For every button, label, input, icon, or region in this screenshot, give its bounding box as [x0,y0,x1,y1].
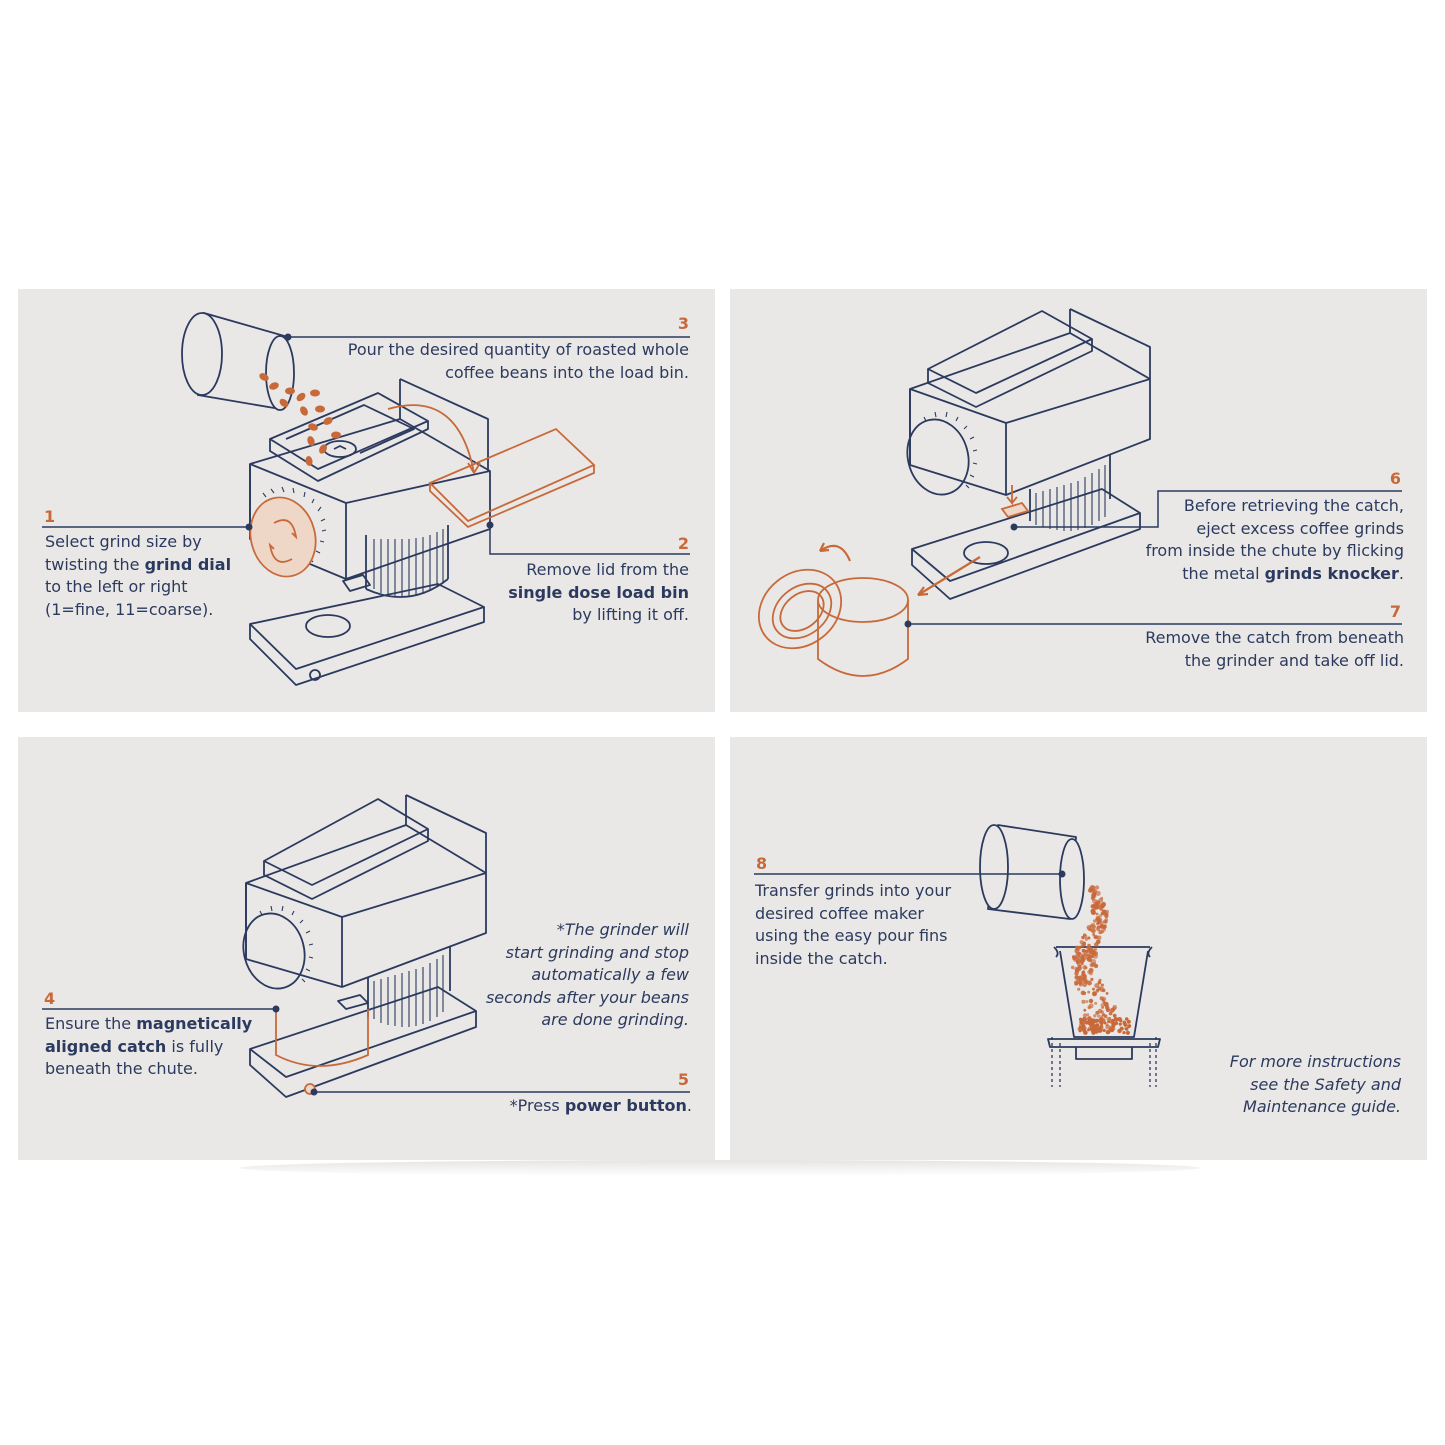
note-auto-grinding: *The grinder will start grinding and sto… [429,919,689,1032]
step-6-number: 6 [1389,469,1401,488]
step-6-line-2: eject excess coffee grinds [1196,518,1404,538]
step-7-number: 7 [1389,602,1401,621]
note-more-line-1: For more instructions [1229,1052,1401,1071]
step-3-line-1: Pour the desired quantity of roasted who… [347,340,689,359]
step-5-text: *Press power button. [509,1096,692,1115]
step-6-line-3: from inside the chute by flicking [1145,541,1404,560]
step-4-text: Ensure the magnetically aligned catch is… [45,1013,275,1081]
panel-steps-6-7: 6 Before retrieving the catch, eject exc… [730,289,1427,712]
pour-grinds-illustration [754,824,1161,1087]
panel-steps-4-5: *The grinder will start grinding and sto… [18,737,715,1160]
load-bin-label: single dose load bin [508,582,689,602]
step-8-line-1: Transfer grinds into your [755,881,952,900]
step-1-line-4: (1=fine, 11=coarse). [45,599,214,619]
note-auto-line-3: automatically a few [531,965,689,984]
step-2-number: 2 [677,534,689,553]
step-4-line-1: Ensure the magnetically [45,1014,253,1033]
step-4-number: 4 [44,989,56,1008]
panel-step-8: 8 Transfer grinds into your desired coff… [730,737,1427,1160]
step-1-line-1: Select grind size by [45,532,202,551]
step-7-line-1: Remove the catch from beneath [1145,628,1404,647]
step-1-number: 1 [44,507,56,526]
panel-steps-1-3: 3 Pour the desired quantity of roasted w… [18,289,715,712]
step-6-line-4: the metal grinds knocker. [1182,563,1404,583]
step-1-text: Select grind size by twisting the grind … [45,531,255,621]
note-auto-line-2: start grinding and stop [505,942,689,962]
step-1-line-3: to the left or right [45,577,188,596]
step-6-text: Before retrieving the catch, eject exces… [1134,495,1404,585]
step-4-line-2: aligned catch is fully [45,1036,224,1056]
step-3-text: Pour the desired quantity of roasted who… [289,339,689,384]
step-8-number: 8 [756,854,768,873]
step-8-text: Transfer grinds into your desired coffee… [755,880,995,970]
step-2-line-1: Remove lid from the [526,560,689,579]
note-auto-line-4: seconds after your beans [485,987,689,1007]
step-6-line-1: Before retrieving the catch, [1183,496,1404,515]
grinder-catch-illustration [757,308,1402,677]
note-auto-line-1: *The grinder will [556,920,689,939]
note-auto-line-5: are done grinding. [541,1010,689,1029]
grinds-knocker-label: grinds knocker [1264,563,1399,583]
grinder-lid-illustration [42,311,690,686]
step-2-line-3: by lifting it off. [572,605,689,624]
step-8-line-2: desired coffee maker [755,903,924,923]
step-4-line-3: beneath the chute. [45,1059,198,1078]
bottom-shadow [240,1160,1200,1176]
coffee-grinds-dots [1070,885,1132,1035]
step-1-line-2: twisting the grind dial [45,554,232,574]
note-more-instructions: For more instructions see the Safety and… [1181,1051,1401,1119]
grind-dial-label: grind dial [144,554,232,574]
step-8-line-3: using the easy pour fins [755,926,948,945]
step-3-number: 3 [677,314,689,333]
step-3-line-2: coffee beans into the load bin. [445,362,689,382]
grinder-power-illustration [42,794,690,1098]
step-8-line-4: inside the catch. [755,948,888,968]
step-2-text: Remove lid from the single dose load bin… [449,559,689,627]
step-7-line-2: the grinder and take off lid. [1184,650,1404,670]
note-more-line-2: see the Safety and [1250,1074,1401,1094]
power-button-label: power button [564,1096,687,1115]
step-5-number: 5 [677,1070,689,1089]
note-more-line-3: Maintenance guide. [1243,1097,1401,1116]
step-7-text: Remove the catch from beneath the grinde… [1104,627,1404,672]
